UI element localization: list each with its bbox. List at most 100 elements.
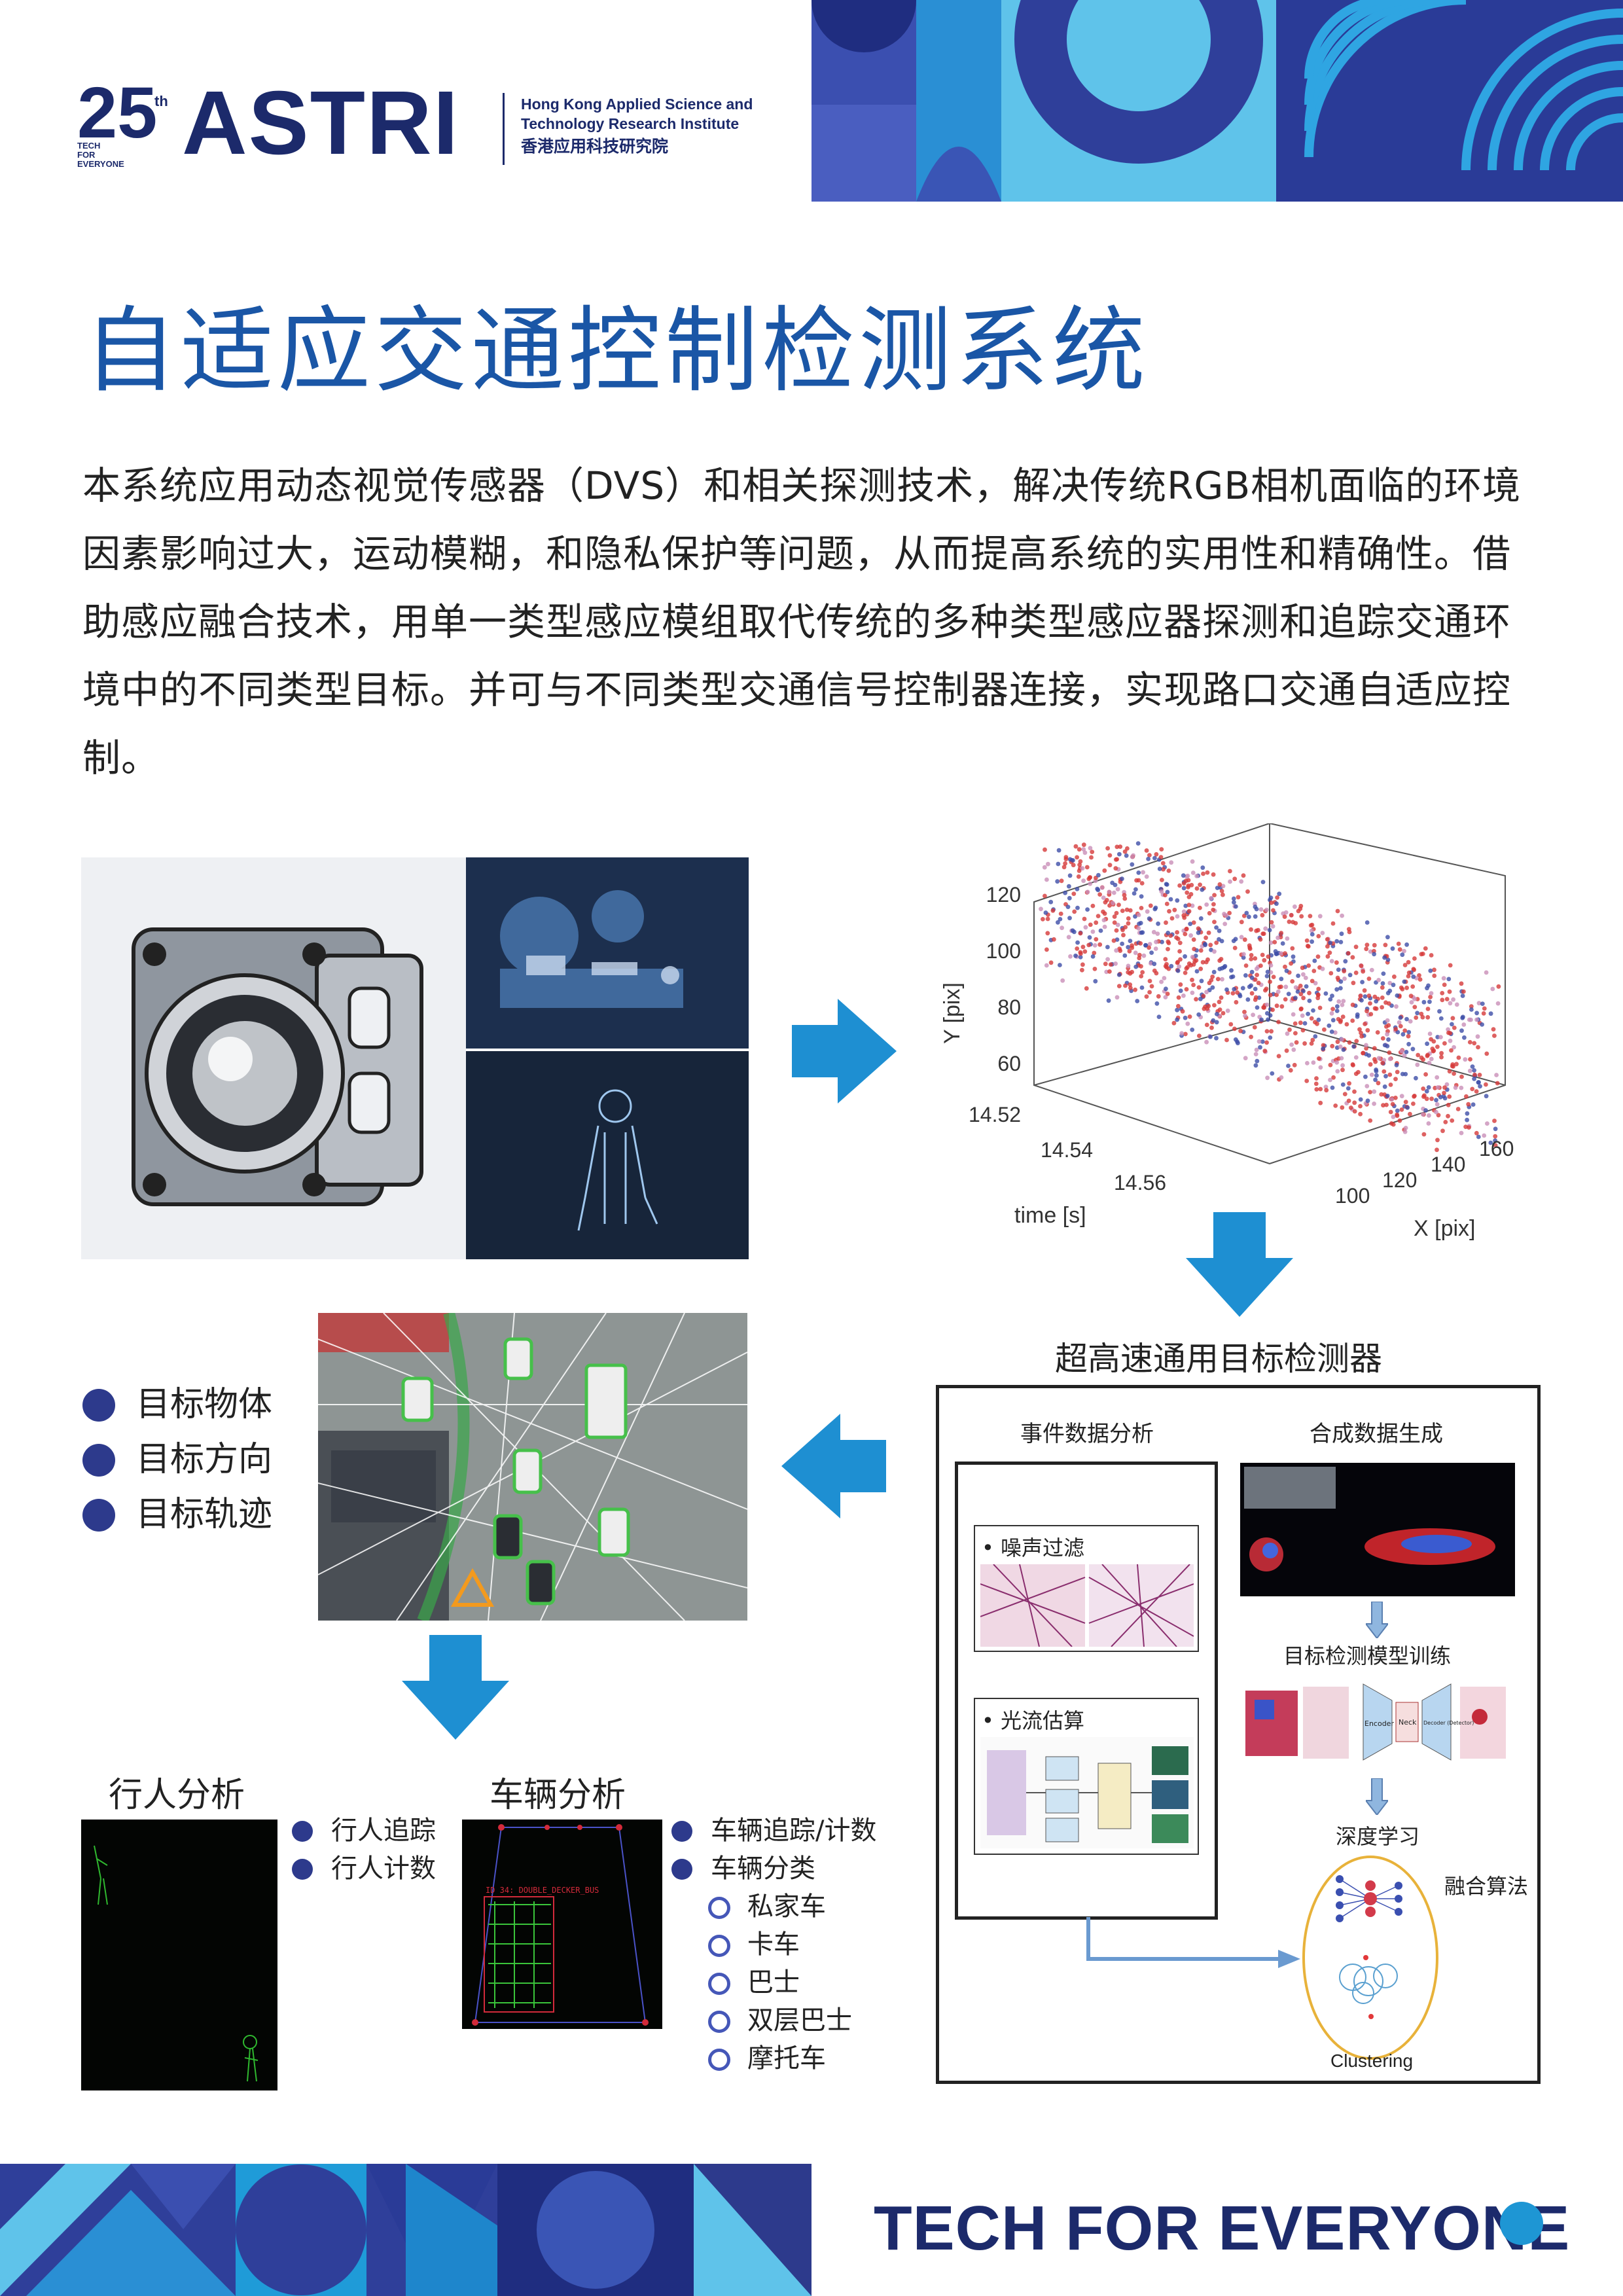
event-point [1209, 1025, 1214, 1030]
event-point [1395, 1108, 1400, 1113]
event-point [1221, 884, 1226, 889]
event-point [1385, 1018, 1390, 1023]
logo-separator [503, 93, 505, 165]
event-point [1336, 967, 1341, 972]
event-point [1478, 1084, 1482, 1089]
event-point [1205, 957, 1210, 962]
event-point [1196, 985, 1202, 990]
event-point [1152, 961, 1157, 967]
event-point [1287, 1027, 1292, 1032]
event-point [1435, 1138, 1440, 1143]
event-point [1385, 990, 1391, 996]
event-point [1279, 1004, 1285, 1009]
event-point [1096, 888, 1101, 893]
event-point [1395, 993, 1400, 998]
event-point [1341, 999, 1346, 1003]
event-point [1101, 895, 1106, 900]
down-arrow-small-icon-2 [1364, 1778, 1390, 1816]
event-point [1090, 929, 1096, 934]
event-point [1387, 1056, 1393, 1062]
event-point [1048, 960, 1054, 965]
event-point [1341, 1047, 1346, 1052]
event-point [1271, 975, 1276, 979]
event-point [1078, 931, 1083, 936]
event-point [1209, 895, 1214, 901]
noise-filter-box: • 噪声过滤 [974, 1525, 1199, 1652]
event-point [1105, 944, 1110, 950]
event-point [1194, 997, 1198, 1002]
event-point [1139, 974, 1144, 978]
event-point [1230, 991, 1236, 996]
event-point [1164, 882, 1169, 887]
event-point [1404, 1016, 1409, 1022]
event-point [1277, 891, 1282, 897]
event-point [1452, 1045, 1456, 1050]
event-point [1435, 1085, 1440, 1090]
event-point [1207, 910, 1212, 916]
event-point [1310, 978, 1315, 984]
event-point [1418, 977, 1423, 982]
event-point [1265, 969, 1270, 975]
event-point [1211, 902, 1216, 906]
event-point [1448, 1001, 1453, 1006]
event-point [1425, 1007, 1431, 1011]
event-point [1467, 1068, 1472, 1073]
event-point [1155, 931, 1160, 936]
fusion-ellipse [1300, 1853, 1440, 2062]
event-point [1491, 1027, 1496, 1031]
event-point [1217, 967, 1222, 971]
event-point [1194, 886, 1200, 891]
event-point [1177, 949, 1182, 954]
event-point [1175, 960, 1181, 965]
event-point [1135, 999, 1140, 1003]
event-point [1426, 1121, 1431, 1126]
event-point [1440, 997, 1445, 1003]
event-point [1183, 954, 1187, 959]
event-point [1215, 977, 1221, 982]
event-point [1453, 1085, 1458, 1090]
event-point [1459, 1130, 1464, 1136]
event-point [1283, 997, 1288, 1002]
event-point [1456, 1055, 1461, 1060]
event-point [1329, 971, 1334, 976]
event-point [1107, 903, 1112, 908]
event-point [1283, 984, 1289, 990]
event-point [1106, 998, 1111, 1003]
event-point [1454, 1062, 1459, 1067]
event-point [1080, 962, 1085, 967]
event-point [1167, 908, 1171, 914]
event-point [1340, 913, 1344, 918]
event-point [1365, 1098, 1370, 1103]
event-point [1111, 890, 1116, 895]
event-point [1067, 895, 1072, 901]
event-point [1136, 870, 1141, 875]
event-point [1241, 955, 1246, 960]
event-point [1107, 863, 1113, 868]
event-point [1369, 967, 1374, 973]
event-point [1078, 950, 1083, 955]
vehicle-item: 车辆分类 [671, 1850, 876, 1888]
ring-bullet [708, 2049, 730, 2071]
event-point [1352, 1109, 1357, 1114]
event-point [1211, 1018, 1216, 1023]
event-point [1208, 1034, 1213, 1039]
event-point [1123, 983, 1128, 988]
event-point [1139, 906, 1144, 910]
event-point [1424, 1096, 1429, 1102]
event-point [1145, 909, 1150, 914]
time-tick-label: 14.56 [1114, 1171, 1166, 1194]
event-point [1376, 1081, 1381, 1086]
event-point [1184, 927, 1189, 932]
event-point [1327, 950, 1332, 955]
event-point [1217, 928, 1222, 933]
event-point [1046, 861, 1050, 867]
logo-th: th [154, 93, 168, 109]
event-point [1041, 917, 1045, 922]
event-point [1488, 1011, 1493, 1016]
event-point [1298, 1007, 1304, 1012]
event-point [1107, 853, 1113, 858]
event-point [1130, 945, 1135, 950]
event-point [1185, 873, 1190, 878]
ring-bullet [708, 1973, 730, 1995]
event-point [1364, 1084, 1370, 1088]
